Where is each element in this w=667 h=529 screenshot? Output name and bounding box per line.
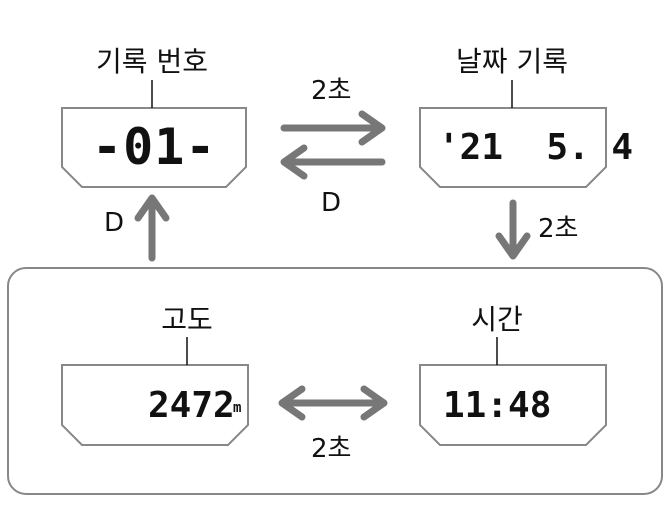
label-right-down: 2초	[538, 214, 579, 244]
screen-time-outline	[419, 364, 607, 446]
label-bottom-both: 2초	[311, 434, 352, 464]
arrow-right-top	[280, 110, 386, 146]
display-altitude-unit: m	[233, 400, 242, 416]
caption-altitude: 고도	[161, 303, 213, 336]
display-time: 11:48	[443, 385, 552, 426]
screen-altitude-outline	[61, 364, 249, 446]
caption-date-record: 날짜 기록	[456, 45, 568, 78]
display-record-number: -01-	[92, 118, 217, 176]
arrow-down-right	[495, 199, 531, 260]
caption-time: 시간	[471, 303, 523, 336]
screen-date-record-outline	[419, 107, 607, 188]
arrow-left-top	[280, 144, 386, 180]
display-altitude-value: 2472	[148, 385, 235, 426]
display-date-record: '21 5. 4	[438, 127, 634, 168]
caption-record-number: 기록 번호	[96, 45, 208, 78]
loop-frame	[7, 267, 663, 495]
label-left-up: D	[104, 208, 125, 238]
screen-record-number-outline	[61, 107, 247, 188]
label-top-forward: 2초	[311, 76, 352, 106]
label-top-back: D	[321, 188, 342, 218]
arrow-up-left	[134, 194, 170, 262]
arrow-double-bottom	[278, 385, 388, 421]
